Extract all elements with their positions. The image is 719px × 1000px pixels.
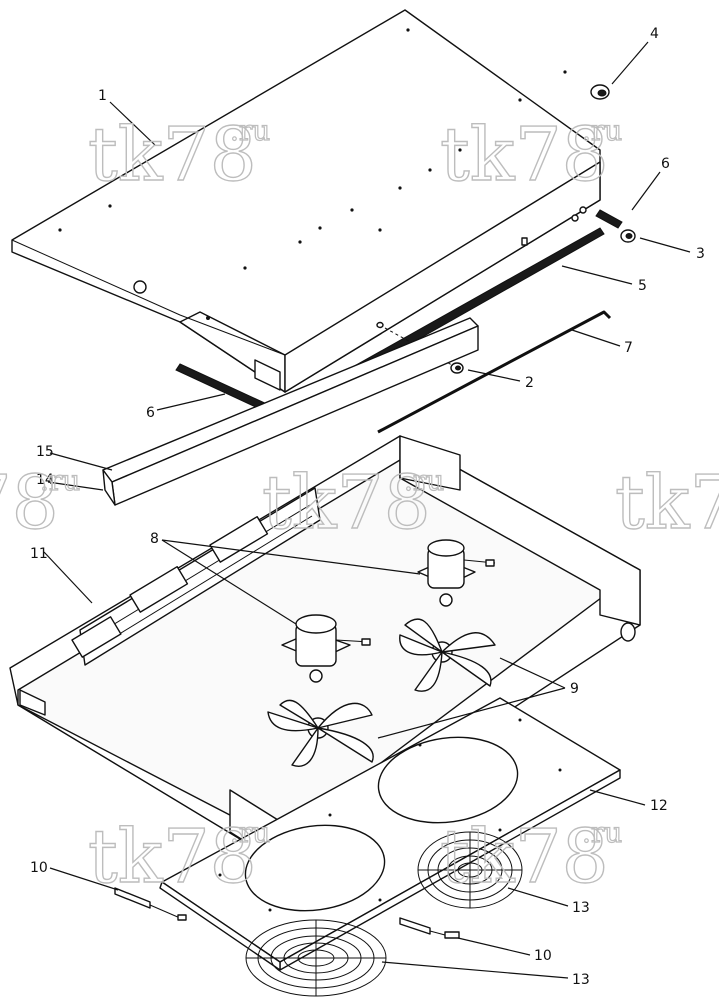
callout-8: 8 [150,531,159,547]
top-cover [11,9,601,393]
callout-13-lower: 13 [572,972,590,988]
callout-14: 14 [36,472,54,488]
callout-15: 15 [36,444,54,460]
fan-motor-front [281,614,371,683]
watermark-5: tk78 [615,460,719,546]
callout-4: 4 [650,26,659,42]
watermarks: tk78 .ru tk78 .ru tk78 .ru tk78 .ru tk78… [0,111,719,900]
fan-guard-rear [417,831,523,909]
fan-guard-front [245,919,387,997]
watermark-3: tk78 [0,460,59,546]
sensor-right [399,917,460,939]
watermark-7: tk78 [440,814,609,900]
leader-lines [43,41,691,979]
callout-10-left: 10 [30,860,48,876]
callout-3: 3 [696,246,705,262]
watermark-4: tk78 [262,460,431,546]
watermark-7-suffix: .ru [582,816,622,849]
callout-6-bottom: 6 [146,405,155,421]
grommets [376,84,636,374]
watermark-4-suffix: .ru [404,464,444,497]
watermark-6-suffix: .ru [230,816,270,849]
callout-9: 9 [570,681,579,697]
watermark-2: tk78 [440,112,609,198]
watermark-1-suffix: .ru [230,114,270,147]
sensor-left [114,887,187,921]
callout-6-top: 6 [661,156,670,172]
watermark-1: tk78 [88,112,257,198]
fan-motor-rear [417,539,496,607]
callout-12: 12 [650,798,668,814]
watermark-2-suffix: .ru [582,114,622,147]
drain-tube [377,310,612,434]
fan-blade-rear [399,618,496,692]
callout-labels: 1 2 3 4 5 6 6 7 8 9 10 10 11 12 13 13 14… [30,26,705,988]
watermark-3-suffix: .ru [40,464,80,497]
callout-11: 11 [30,546,48,562]
evaporator-panel [102,317,479,506]
callout-2: 2 [525,375,534,391]
callout-1: 1 [98,88,107,104]
callout-7: 7 [624,340,633,356]
callout-5: 5 [638,278,647,294]
callout-13-upper: 13 [572,900,590,916]
fan-blade-front [267,699,374,767]
callout-10-right: 10 [534,948,552,964]
watermark-6: tk78 [88,814,257,900]
